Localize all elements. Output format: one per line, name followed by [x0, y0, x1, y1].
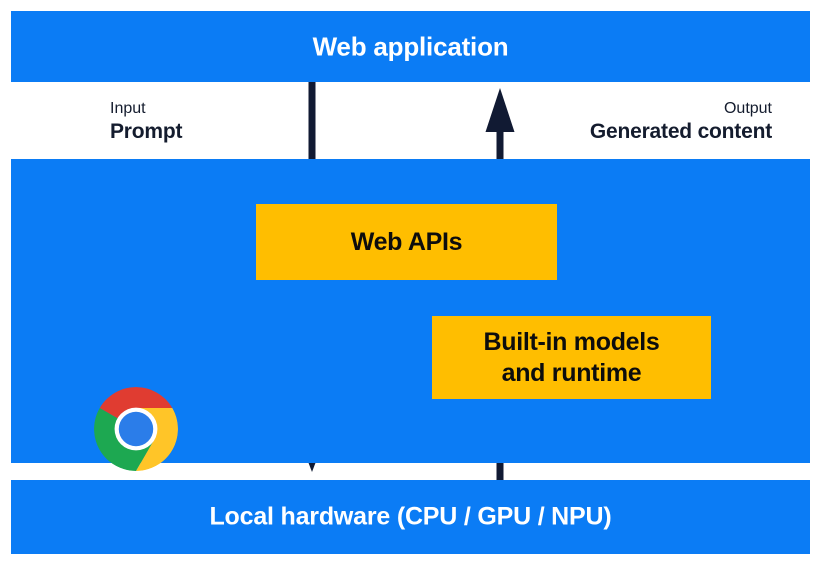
box-web-apis[interactable]: Web APIs — [256, 204, 557, 280]
box-built-in-models-label-line1: Built-in models — [483, 328, 660, 356]
flow-input-kind: Input — [110, 100, 146, 117]
flow-output-kind: Output — [723, 100, 772, 117]
box-built-in-models-label: Built-in models and runtime — [483, 327, 659, 388]
band-web-application: Web application — [11, 11, 810, 82]
band-local-hardware: Local hardware (CPU / GPU / NPU) — [11, 480, 810, 554]
flow-label-input: Input Prompt — [110, 99, 183, 146]
box-built-in-models-label-line2: and runtime — [501, 358, 642, 387]
flow-label-output: Output Generated content — [590, 99, 772, 146]
local-hardware-label: Local hardware (CPU / GPU / NPU) — [209, 502, 612, 531]
web-application-label: Web application — [312, 31, 509, 61]
flow-input-value: Prompt — [110, 120, 183, 144]
box-built-in-models[interactable]: Built-in models and runtime — [432, 316, 711, 399]
box-web-apis-label: Web APIs — [350, 227, 463, 256]
chrome-logo-icon — [94, 387, 178, 471]
flow-output-value: Generated content — [589, 120, 772, 144]
